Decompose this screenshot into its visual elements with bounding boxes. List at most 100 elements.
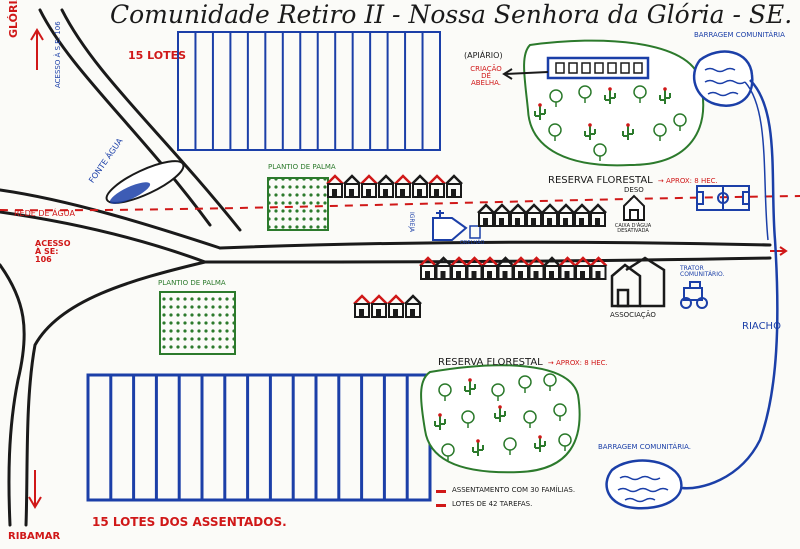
tree-icon <box>518 375 532 393</box>
house-icon <box>343 174 361 198</box>
label-deso: DESO <box>624 186 644 194</box>
palm-plantation-1 <box>267 177 329 231</box>
label-trator: TRATOR COMUNITÁRIO. <box>680 265 725 278</box>
label-barragem-top: BARRAGEM COMUNITÁRIA <box>694 31 785 39</box>
cactus-icon <box>494 405 506 422</box>
church <box>432 210 468 241</box>
label-acesso-top: ACESSO À S.E: 106 <box>54 21 62 88</box>
tree-icon <box>438 383 452 401</box>
house-icon <box>558 256 577 280</box>
tree-icon <box>548 123 562 141</box>
label-plantio-palma-2: PLANTIO DE PALMA <box>158 279 226 287</box>
label-plantio-palma-1: PLANTIO DE PALMA <box>268 163 336 171</box>
house-icon <box>419 256 437 280</box>
label-ribamar: RIBAMAR <box>8 531 61 542</box>
label-igreja: IGREJA <box>408 212 415 233</box>
label-barragem-bottom: BARRAGEM COMUNITÁRIA. <box>598 443 692 451</box>
house-icon <box>377 174 395 198</box>
house-icon <box>434 256 453 280</box>
label-orelhao: ORELHÃO <box>460 240 485 246</box>
legend-mark-2 <box>436 504 446 507</box>
house-icon <box>428 174 446 198</box>
road-network <box>0 8 772 527</box>
beehive <box>607 62 617 74</box>
tree-icon <box>633 85 647 103</box>
beehive <box>581 62 591 74</box>
tree-icon <box>543 373 557 391</box>
tree-icon <box>523 410 537 428</box>
lots-top <box>177 31 441 151</box>
label-associacao: ASSOCIAÇÃO <box>610 311 656 319</box>
cactus-icon <box>622 123 634 140</box>
house-icon <box>496 256 515 280</box>
house-icon <box>543 256 561 280</box>
beehive <box>568 62 578 74</box>
ribamar-arrow <box>28 470 42 509</box>
map-title: Comunidade Retiro II - Nossa Senhora da … <box>110 0 793 29</box>
cactus-icon <box>604 87 616 104</box>
phone-booth <box>469 225 481 239</box>
beehive <box>594 62 604 74</box>
reserva-top-title: RESERVA FLORESTAL <box>548 175 653 186</box>
tree-icon <box>553 403 567 421</box>
tractor <box>680 281 708 309</box>
legend-mark-1 <box>436 490 446 493</box>
beehive <box>633 62 643 74</box>
label-reserva-bottom: RESERVA FLORESTAL → APROX: 8 HEC. <box>438 352 608 368</box>
tree-icon <box>558 433 572 451</box>
label-reserva-top: RESERVA FLORESTAL → APROX: 8 HEC. <box>548 170 718 186</box>
house-icon <box>589 203 607 227</box>
tree-icon <box>461 410 475 428</box>
tree-icon <box>441 443 455 461</box>
association-building <box>610 256 666 308</box>
label-riacho: RIACHO <box>742 321 781 332</box>
road-arrow <box>770 246 788 256</box>
tree-icon <box>578 85 592 103</box>
label-caixa-agua: CAIXA D'ÁGUA DESATIVADA <box>614 223 652 234</box>
reserva-bottom-area: → APROX: 8 HEC. <box>547 359 608 367</box>
house-icon <box>525 203 543 227</box>
apiary <box>502 56 650 80</box>
reserva-bottom-title: RESERVA FLORESTAL <box>438 357 543 368</box>
tree-icon <box>491 383 505 401</box>
legend-text-1: ASSENTAMENTO COM 30 FAMÍLIAS. <box>452 486 576 494</box>
house-icon <box>541 203 559 227</box>
house-icon <box>493 203 511 227</box>
palm-plantation-2 <box>159 291 236 355</box>
reserva-top-area: → APROX: 8 HEC. <box>657 177 718 185</box>
water-network-line <box>0 195 800 212</box>
cactus-icon <box>534 435 546 452</box>
label-lotes-top: 15 LOTES <box>128 49 187 62</box>
beehive <box>620 62 630 74</box>
label-apiario: (APIÁRIO) <box>464 51 503 60</box>
tree-icon <box>673 113 687 131</box>
house-icon <box>360 174 378 198</box>
cactus-icon <box>434 413 446 430</box>
tree-icon <box>593 143 607 161</box>
beehive <box>555 62 565 74</box>
tree-icon <box>503 437 517 455</box>
house-icon <box>411 174 429 198</box>
house-icon <box>394 174 412 198</box>
tree-icon <box>549 89 563 107</box>
dam-bottom <box>605 459 683 510</box>
house-icon <box>387 294 405 318</box>
cactus-icon <box>534 103 546 120</box>
dam-top <box>692 50 754 107</box>
label-lotes-bottom: 15 LOTES DOS ASSENTADOS. <box>92 515 287 529</box>
house-icon <box>353 294 371 318</box>
label-rede-agua: REDE DE ÁGUA <box>14 209 75 218</box>
legend-text-2: LOTES DE 42 TAREFAS. <box>452 500 533 508</box>
cactus-icon <box>464 378 476 395</box>
house-icon <box>477 203 495 227</box>
water-tank <box>623 194 645 221</box>
house-icon <box>557 203 575 227</box>
house-icon <box>573 203 591 227</box>
house-icon <box>450 256 468 280</box>
house-icon <box>326 174 344 198</box>
gloria-arrow <box>30 28 44 70</box>
house-icon <box>589 256 608 280</box>
forest-reserve-bottom <box>420 364 581 474</box>
label-gloria: GLÓRIA <box>7 0 20 38</box>
